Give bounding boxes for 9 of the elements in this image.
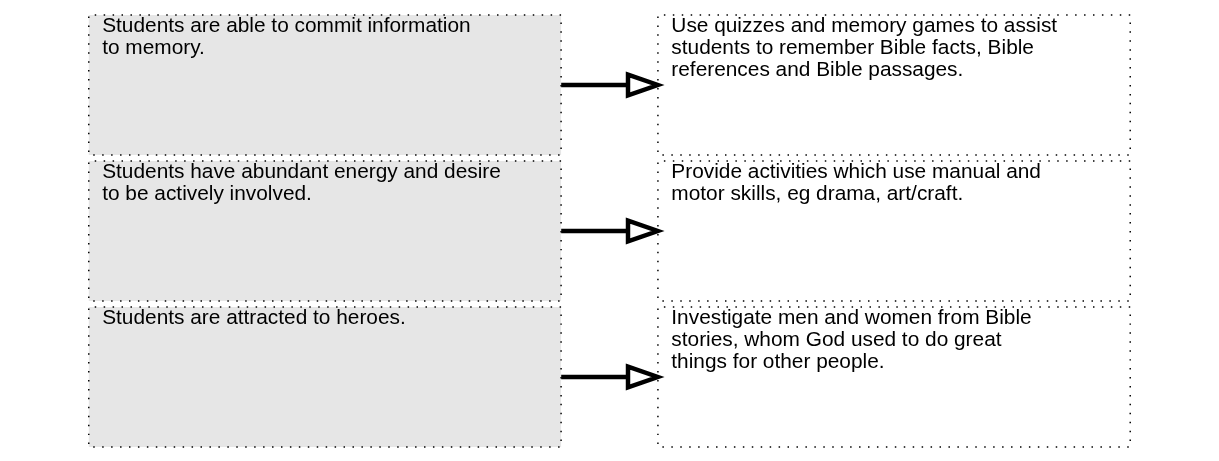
node-box: Students are attracted to heroes. (88, 305, 562, 448)
node-box: Students have abundant energy and desire to be actively involved. (88, 159, 562, 302)
node-box: Use quizzes and memory games to assist students to remember Bible facts, Bible references and Bible passages. (657, 13, 1131, 156)
node-box: Students are able to commit information to memory. (88, 13, 562, 156)
arrow (561, 216, 665, 245)
node-box: Investigate men and women from Bible stories, whom God used to do great things for other people. (657, 305, 1131, 448)
node-box: Provide activities which use manual and motor skills, eg drama, art/craft. (657, 159, 1131, 302)
arrow (561, 362, 665, 391)
arrow (561, 70, 665, 99)
